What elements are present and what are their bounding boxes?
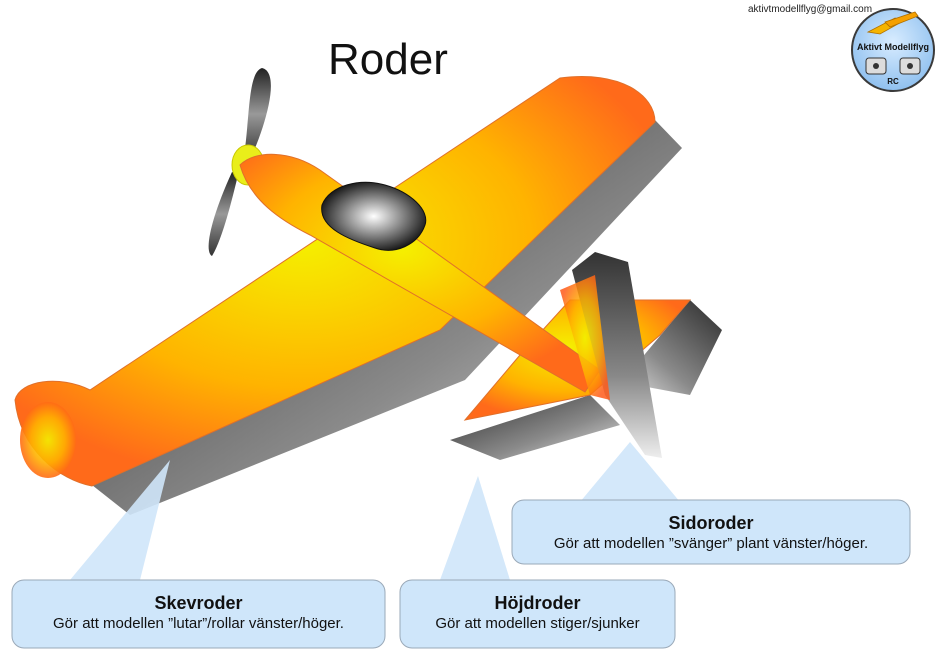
skevroder-description: Gör att modellen ”lutar”/rollar vänster/…	[53, 615, 344, 632]
callout-hojdroder	[399, 476, 676, 649]
hojdroder-description: Gör att modellen stiger/sjunker	[435, 615, 640, 632]
logo-sub: RC	[887, 77, 899, 86]
callout-sidoroder-text: Sidoroder Gör att modellen ”svänger” pla…	[512, 512, 910, 554]
skevroder-title: Skevroder	[154, 593, 243, 613]
sidoroder-title: Sidoroder	[668, 513, 754, 533]
canopy	[321, 181, 427, 251]
logo-name: Aktivt Modellflyg	[857, 42, 929, 52]
club-logo: Aktivt Modellflyg RC	[851, 8, 935, 92]
fin-front	[560, 275, 610, 400]
callout-hojdroder-text: Höjdroder Gör att modellen stiger/sjunke…	[400, 592, 675, 634]
sidoroder-description: Gör att modellen ”svänger” plant vänster…	[553, 535, 869, 552]
callout-sidoroder	[511, 442, 911, 565]
page-title: Roder	[328, 35, 448, 84]
callout-skevroder	[11, 460, 386, 649]
contact-email: aktivtmodellflyg@gmail.com	[748, 4, 873, 15]
callout-skevroder-text: Skevroder Gör att modellen ”lutar”/rolla…	[12, 592, 385, 634]
hojdroder-title: Höjdroder	[494, 593, 581, 613]
elevator-shadow	[450, 395, 620, 460]
